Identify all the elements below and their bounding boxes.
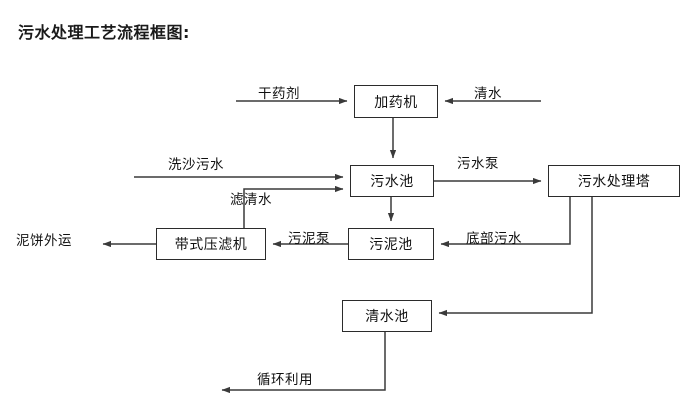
node-treatment-tower[interactable]: 污水处理塔 <box>548 165 680 197</box>
node-label: 清水池 <box>365 309 409 325</box>
edge-label-filtrate-water: 滤清水 <box>230 192 272 208</box>
edge-label-bottom-sewage: 底部污水 <box>466 231 522 247</box>
node-dosing-machine[interactable]: 加药机 <box>354 85 438 118</box>
node-clean-water-pool[interactable]: 清水池 <box>342 300 432 332</box>
edge-tower-to-sludge-pool <box>440 197 571 248</box>
edge-label-recycle-use: 循环利用 <box>257 372 313 388</box>
edge-label-sewage-pump: 污水泵 <box>457 156 499 172</box>
page-title: 污水处理工艺流程框图: <box>18 23 190 42</box>
node-label: 加药机 <box>374 94 418 111</box>
edge-beltpress-to-sewage-pool <box>243 185 344 228</box>
edge-label-clean-water-input: 清水 <box>474 86 502 102</box>
node-belt-filter-press[interactable]: 带式压滤机 <box>156 228 266 260</box>
edge-label-dry-reagent: 干药剂 <box>258 86 300 102</box>
node-sewage-pool[interactable]: 污水池 <box>350 165 434 197</box>
edge-tower-to-clean-pool <box>438 197 593 317</box>
node-sludge-pool[interactable]: 污泥池 <box>348 228 434 260</box>
node-label: 污水池 <box>370 174 414 190</box>
edge-label-sludge-pump: 污泥泵 <box>288 231 330 247</box>
terminal-label-mud-cake-out: 泥饼外运 <box>16 233 72 249</box>
edge-clean-pool-to-recycle <box>221 332 386 394</box>
edge-label-sand-washing-sewage: 洗沙污水 <box>168 157 224 173</box>
node-label: 污水处理塔 <box>577 174 651 190</box>
node-label: 带式压滤机 <box>174 237 248 253</box>
node-label: 污泥池 <box>369 237 413 253</box>
